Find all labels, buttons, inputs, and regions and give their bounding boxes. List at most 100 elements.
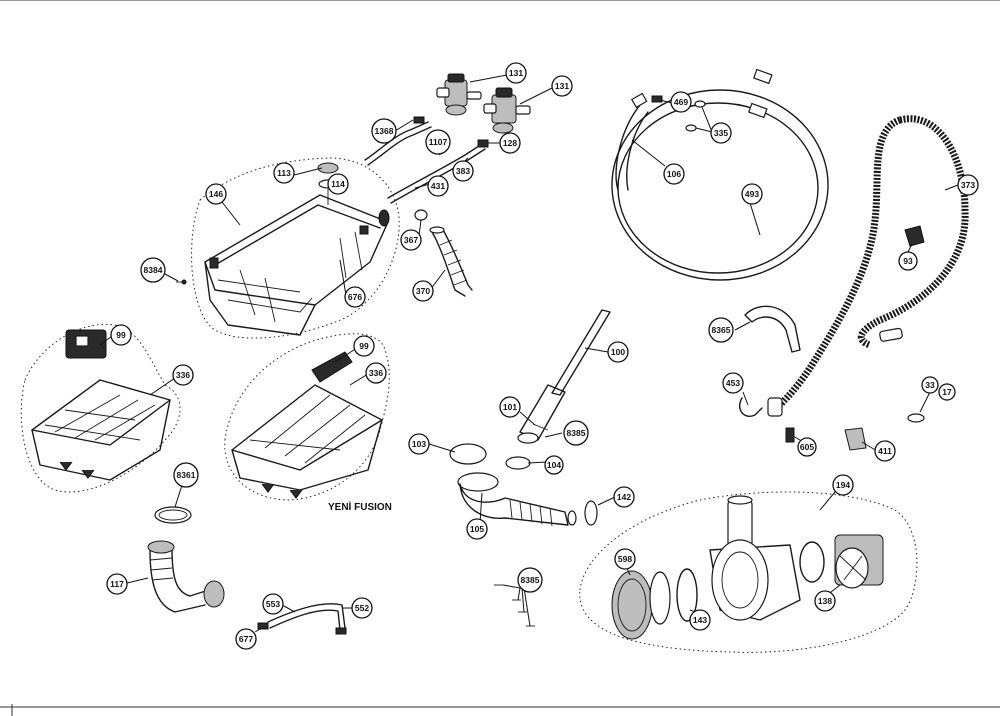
svg-text:553: 553: [266, 599, 280, 609]
callout-431: 431: [427, 175, 449, 197]
svg-text:453: 453: [726, 378, 740, 388]
hose-clamp-8361: [154, 506, 192, 524]
callout-677: 677: [235, 628, 257, 650]
callout-101: 101: [499, 396, 521, 418]
svg-text:103: 103: [412, 439, 426, 449]
svg-text:8361: 8361: [177, 470, 196, 480]
svg-text:367: 367: [404, 235, 418, 245]
bracket-411: [844, 427, 867, 451]
svg-text:1107: 1107: [429, 137, 448, 147]
hose-553-inner: [269, 609, 341, 631]
clip-677: [257, 622, 269, 630]
clamp-367: [414, 209, 428, 221]
elbow-hose-117: [147, 540, 225, 613]
drawer-right-group: [224, 333, 390, 501]
callout-552: 552: [351, 597, 373, 619]
svg-text:605: 605: [800, 442, 814, 452]
clamp-128: [477, 139, 489, 148]
detergent-drawer-right: [231, 351, 383, 499]
seal-335b: [685, 124, 697, 132]
sump-hose-105: [457, 472, 577, 527]
svg-text:128: 128: [503, 138, 517, 148]
callout-114: 114: [327, 173, 349, 195]
callout-553: 553: [262, 593, 284, 615]
clamp-33: [907, 413, 925, 423]
seal-335a: [694, 100, 706, 108]
callout-93: 93: [898, 251, 918, 271]
svg-text:146: 146: [209, 189, 223, 199]
drain-pump-assembly: [611, 495, 884, 640]
svg-text:8384: 8384: [144, 265, 163, 275]
callout-99-a: 99: [110, 324, 132, 346]
callout-493: 493: [741, 183, 763, 205]
svg-text:8385: 8385: [521, 575, 540, 585]
callout-8365: 8365: [708, 317, 734, 343]
svg-text:113: 113: [277, 168, 291, 178]
svg-text:131: 131: [509, 68, 523, 78]
callout-105: 105: [466, 518, 488, 540]
callout-17: 17: [938, 383, 956, 401]
callout-1107: 1107: [425, 129, 451, 155]
svg-text:383: 383: [456, 166, 470, 176]
svg-text:411: 411: [878, 446, 892, 456]
clamp-453: [738, 397, 763, 417]
svg-text:493: 493: [745, 189, 759, 199]
leader-lines: [99, 74, 959, 633]
screws-8385-lower: [494, 584, 535, 627]
callout-99-b: 99: [353, 335, 375, 357]
drawer-left-group: [20, 323, 181, 493]
callout-8385-b: 8385: [517, 567, 543, 593]
svg-text:336: 336: [176, 370, 190, 380]
detergent-housing: [204, 162, 390, 336]
callout-113: 113: [273, 162, 295, 184]
callout-1368: 1368: [371, 118, 397, 144]
drain-cap-101: [517, 384, 566, 444]
callout-335: 335: [710, 122, 732, 144]
svg-text:99: 99: [359, 341, 369, 351]
svg-text:138: 138: [818, 596, 832, 606]
inlet-valve-2: [483, 87, 531, 134]
callout-469: 469: [670, 91, 692, 113]
seal-103: [449, 443, 487, 465]
clip-552: [335, 627, 347, 635]
svg-text:106: 106: [667, 169, 681, 179]
callout-131-b: 131: [551, 75, 573, 97]
svg-text:17: 17: [942, 387, 952, 397]
callout-143: 143: [689, 609, 711, 631]
hose-holder-93: [904, 225, 925, 247]
callout-383: 383: [452, 160, 474, 182]
svg-text:105: 105: [470, 524, 484, 534]
callout-598: 598: [614, 548, 636, 570]
inlet-hose-loop-493: [611, 89, 829, 281]
callout-128: 128: [499, 132, 521, 154]
callout-373: 373: [957, 174, 979, 196]
callout-103: 103: [408, 433, 430, 455]
callout-8384: 8384: [140, 257, 166, 283]
callout-336-b: 336: [365, 362, 387, 384]
clamp-469: [651, 95, 663, 103]
callout-117: 117: [106, 573, 128, 595]
svg-text:676: 676: [348, 292, 362, 302]
svg-text:336: 336: [369, 368, 383, 378]
callout-146: 146: [205, 183, 227, 205]
callout-104: 104: [544, 455, 564, 475]
bellows-370: [429, 226, 473, 297]
svg-text:8385: 8385: [567, 428, 586, 438]
inlet-hose-106: [615, 68, 773, 191]
screw-8384-head: [181, 279, 187, 285]
svg-text:117: 117: [110, 579, 124, 589]
svg-text:1368: 1368: [375, 126, 394, 136]
svg-text:335: 335: [714, 128, 728, 138]
svg-text:469: 469: [674, 97, 688, 107]
svg-text:598: 598: [618, 554, 632, 564]
callout-367: 367: [400, 229, 422, 251]
svg-text:100: 100: [611, 347, 625, 357]
callout-106: 106: [663, 163, 685, 185]
svg-text:114: 114: [331, 179, 345, 189]
svg-text:370: 370: [416, 286, 430, 296]
callout-131-a: 131: [505, 62, 527, 84]
svg-text:142: 142: [617, 492, 631, 502]
svg-text:431: 431: [431, 181, 445, 191]
callout-8361: 8361: [173, 462, 199, 488]
svg-text:552: 552: [355, 603, 369, 613]
